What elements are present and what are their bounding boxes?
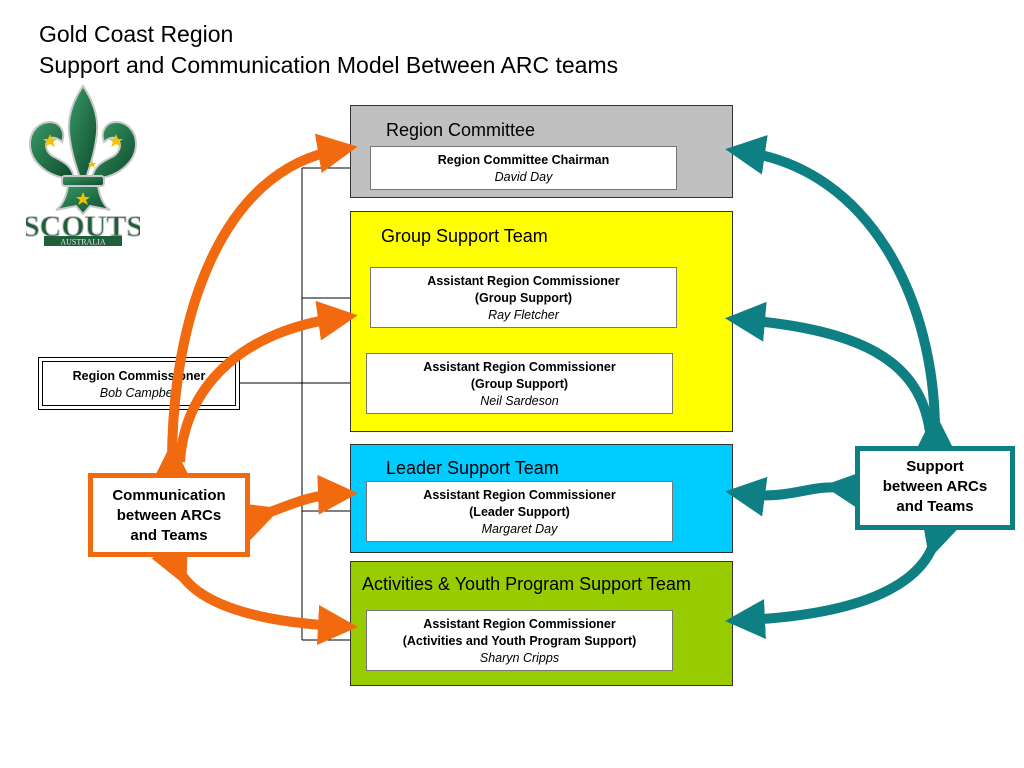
teal-arrow-to-committee — [725, 135, 956, 453]
support-line-1: Support — [906, 458, 964, 475]
arc-leader-area: (Leader Support) — [469, 505, 570, 519]
communication-line-1: Communication — [112, 487, 226, 504]
arc-group-2-name: Neil Sardeson — [480, 394, 559, 408]
arc-group-card-2: Assistant Region Commissioner (Group Sup… — [366, 353, 673, 414]
arc-group-1-name: Ray Fletcher — [488, 308, 559, 322]
chairman-name: David Day — [494, 170, 553, 184]
arc-group-1-area: (Group Support) — [474, 291, 573, 305]
arc-activities-role: Assistant Region Commissioner — [423, 617, 616, 631]
arc-group-card-1: Assistant Region Commissioner (Group Sup… — [370, 267, 677, 328]
logo-subtext: AUSTRALIA — [60, 238, 106, 247]
orange-arrow-to-committee — [151, 133, 358, 483]
group-support-title: Group Support Team — [381, 226, 548, 246]
arc-leader-role: Assistant Region Commissioner — [423, 488, 616, 502]
communication-line-3: and Teams — [130, 527, 208, 544]
communication-box: Communication between ARCs and Teams — [88, 473, 250, 557]
arc-group-1-role: Assistant Region Commissioner — [427, 274, 620, 288]
arc-activities-area: (Activities and Youth Program Support) — [402, 634, 637, 648]
orange-arrow-to-group — [175, 300, 358, 463]
leader-support-title: Leader Support Team — [386, 458, 559, 478]
teal-arrow-to-activities — [725, 515, 960, 640]
chairman-card: Region Committee Chairman David Day — [370, 146, 677, 190]
scouts-australia-logo: SCOUTS AUSTRALIA — [22, 82, 144, 248]
teal-arrow-to-group — [725, 301, 935, 433]
region-committee-title: Region Committee — [386, 120, 536, 140]
arc-leader-name: Margaret Day — [481, 522, 558, 536]
chairman-role: Region Committee Chairman — [437, 153, 610, 167]
orange-arrow-to-leader — [236, 474, 358, 541]
arc-group-2-role: Assistant Region Commissioner — [423, 360, 616, 374]
teal-arrow-to-leader — [725, 470, 866, 517]
support-line-3: and Teams — [896, 498, 974, 515]
communication-line-2: between ARCs — [116, 507, 222, 524]
arc-activities-card: Assistant Region Commissioner (Activitie… — [366, 610, 673, 671]
support-line-2: between ARCs — [882, 478, 988, 495]
activities-support-title: Activities & Youth Program Support Team — [362, 574, 691, 594]
arc-group-2-area: (Group Support) — [470, 377, 569, 391]
support-box: Support between ARCs and Teams — [855, 446, 1015, 530]
arc-leader-card: Assistant Region Commissioner (Leader Su… — [366, 481, 673, 542]
page-title: Gold Coast Region — [39, 21, 234, 47]
orange-arrow-to-activities — [151, 541, 358, 645]
arc-activities-name: Sharyn Cripps — [479, 651, 560, 665]
page-subtitle: Support and Communication Model Between … — [39, 52, 619, 78]
